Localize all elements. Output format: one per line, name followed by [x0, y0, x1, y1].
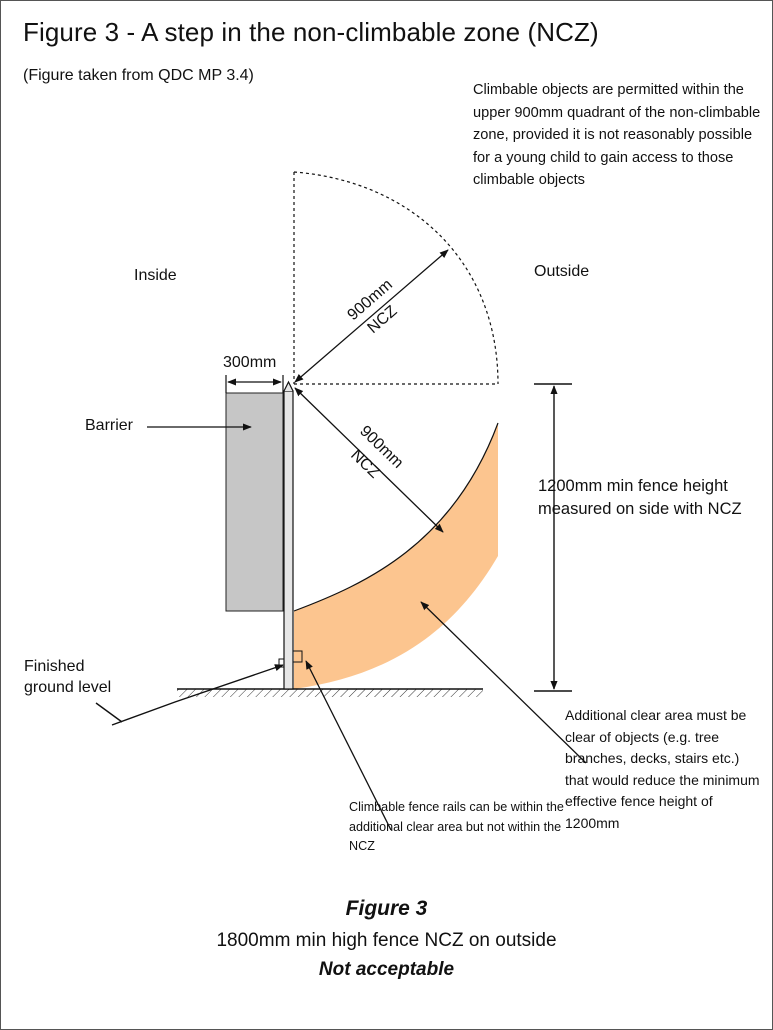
fence-post-top	[283, 380, 294, 392]
clear-area-note: Additional clear area must be clear of o…	[565, 707, 760, 831]
ground-level-tick	[95, 702, 123, 723]
clear-area-leader	[420, 601, 587, 764]
barrier-block	[225, 392, 284, 612]
inside-label: Inside	[134, 267, 177, 284]
additional-clear-area	[294, 423, 498, 689]
width-dimension	[225, 375, 284, 393]
caption-verdict: Not acceptable	[318, 959, 455, 980]
figure-source: (Figure taken from QDC MP 3.4)	[23, 67, 254, 84]
barrier-width-label: 300mm	[223, 354, 277, 371]
ground	[177, 688, 483, 697]
ncz-lower-arrow	[294, 387, 444, 533]
climbable-rails-note: Climbable fence rails can be within the …	[349, 800, 564, 853]
ncz-lower-arc	[293, 422, 499, 612]
height-dimension	[534, 383, 572, 692]
rails-leader	[305, 660, 392, 831]
ncz-boundary	[293, 171, 499, 385]
ncz-upper-arrow	[294, 249, 449, 383]
ground-level-leader	[111, 664, 284, 726]
barrier-label: Barrier	[85, 417, 134, 434]
finished-ground-level-label: Finished ground level	[24, 658, 112, 696]
climbable-rail	[292, 650, 303, 663]
fence-post	[283, 390, 294, 690]
caption-description: 1800mm min high fence NCZ on outside	[216, 930, 557, 951]
climbable-objects-note: Climbable objects are permitted within t…	[473, 82, 761, 188]
figure-title: Figure 3 - A step in the non-climbable z…	[23, 17, 599, 47]
outside-label: Outside	[534, 263, 590, 280]
caption-figure-number: Figure 3	[345, 897, 428, 920]
fence-height-note: 1200mm min fence height measured on side…	[538, 477, 742, 518]
